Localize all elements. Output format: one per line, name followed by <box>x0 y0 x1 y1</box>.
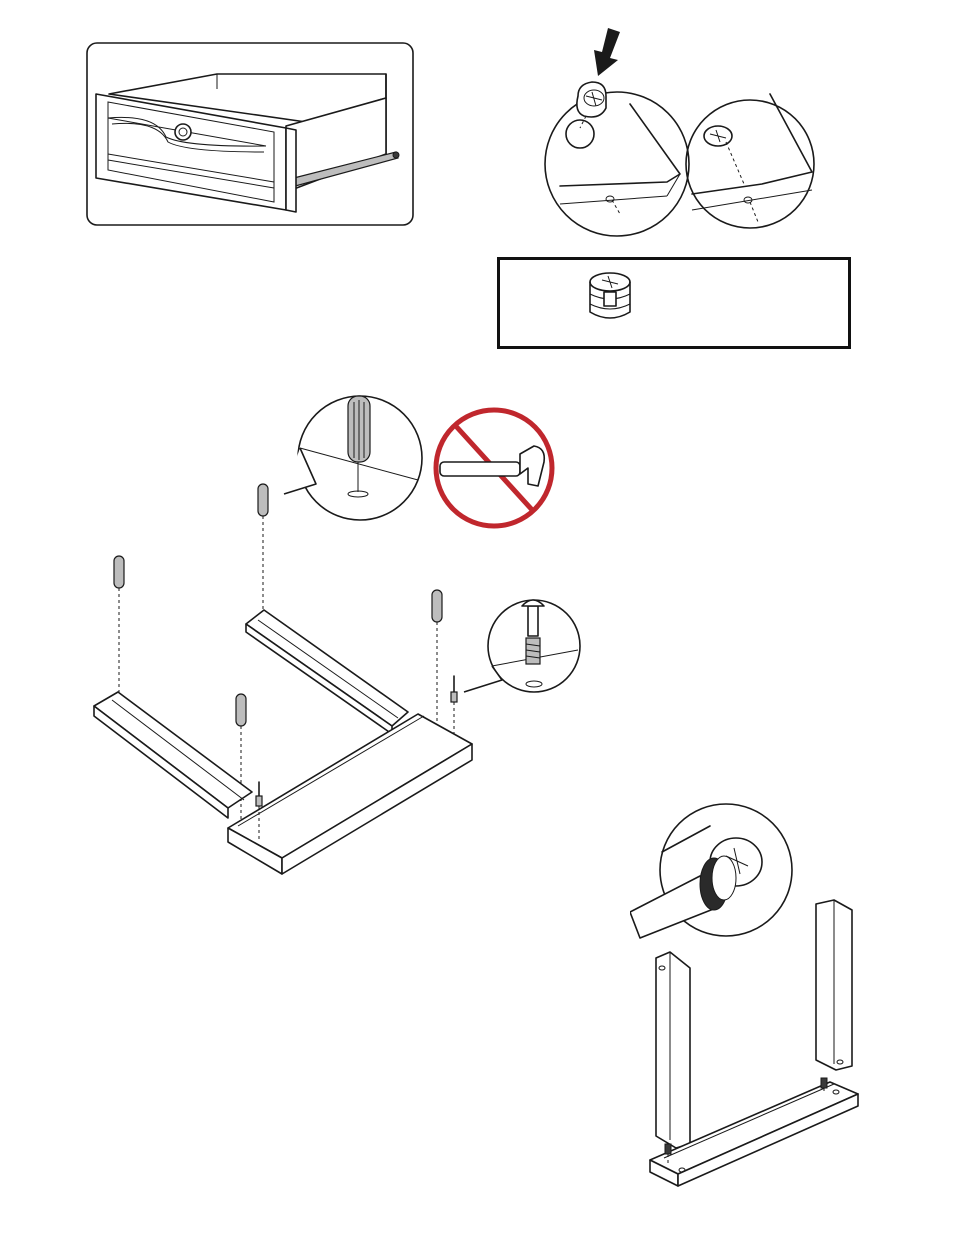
cam-lock-insert-panel <box>540 24 830 242</box>
cam-lock-seated-icon <box>704 126 744 184</box>
wood-dowel-icon <box>348 396 370 462</box>
wood-dowel-icon <box>236 694 246 726</box>
dowel-insert-panel <box>88 388 588 880</box>
tighten-cam-panel <box>630 800 870 1192</box>
wood-dowel-icon <box>114 556 124 588</box>
no-hammer-icon <box>436 410 552 526</box>
cam-lock-icon <box>580 268 640 328</box>
cam-lock-note-box <box>497 257 851 349</box>
drawer-icon <box>86 42 416 228</box>
drawer-overview-panel <box>86 42 416 228</box>
dowel-detail <box>284 396 422 520</box>
screwdriver-icon <box>630 856 736 938</box>
wood-dowel-icon <box>432 590 442 622</box>
cam-bolt-detail <box>464 600 580 692</box>
wood-dowel-icon <box>258 484 268 516</box>
cam-lock-icon <box>566 82 606 148</box>
arrow-down-icon <box>594 28 620 76</box>
